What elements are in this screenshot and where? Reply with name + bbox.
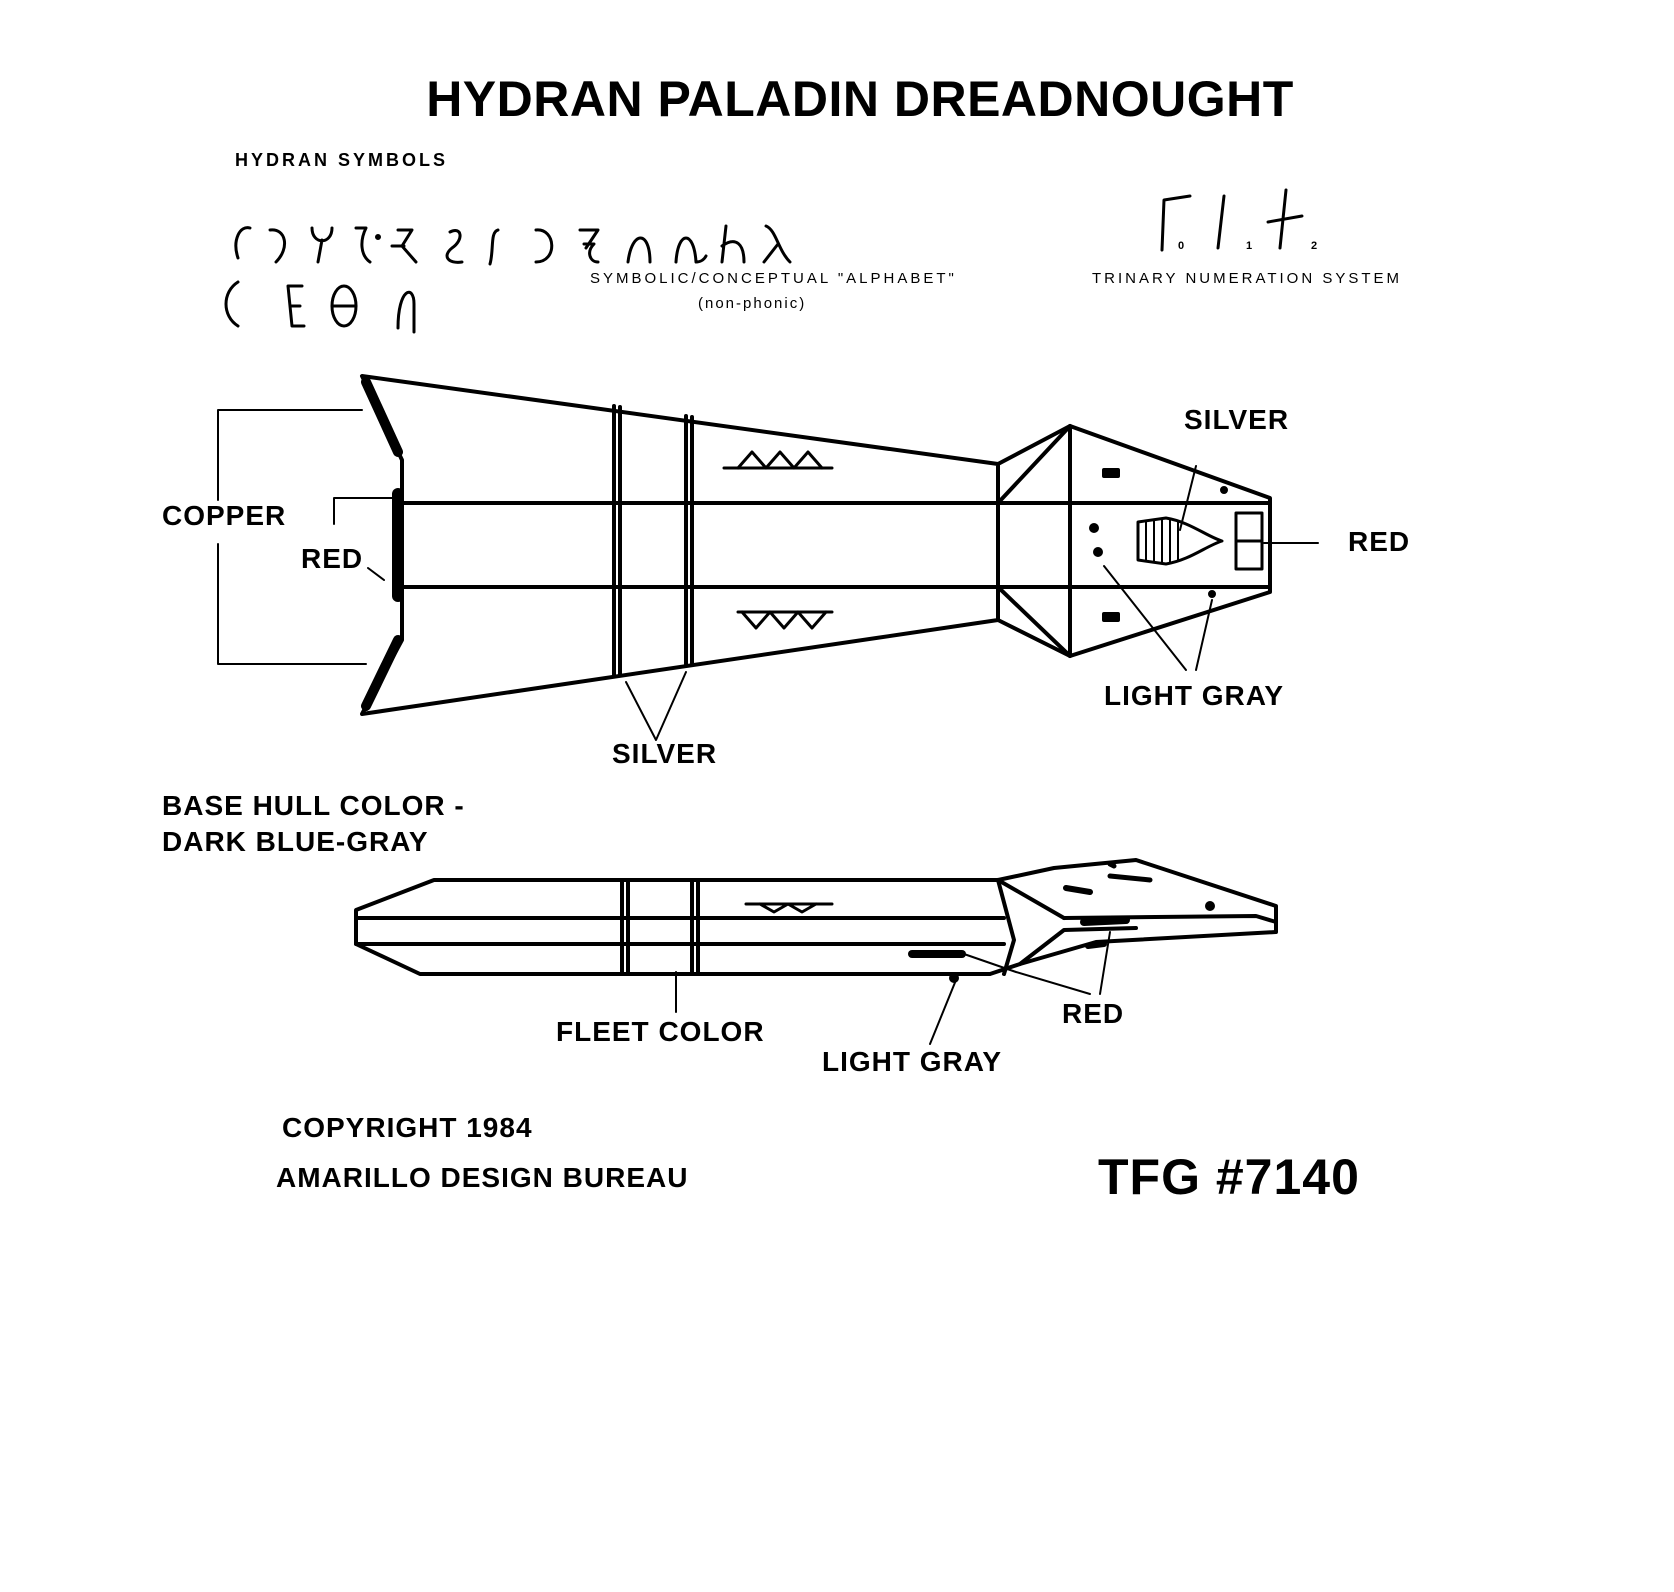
base-hull-line2: DARK BLUE-GRAY bbox=[162, 826, 429, 857]
trinary-digit-2: 2 bbox=[1311, 240, 1318, 252]
label-light-gray-top: LIGHT GRAY bbox=[1104, 680, 1285, 711]
page-title: HYDRAN PALADIN DREADNOUGHT bbox=[426, 71, 1294, 127]
alphabet-caption: SYMBOLIC/CONCEPTUAL "ALPHABET" bbox=[590, 270, 957, 287]
label-fleet-color: FLEET COLOR bbox=[556, 1016, 765, 1047]
label-red-rear: RED bbox=[301, 543, 364, 574]
top-view-hull bbox=[360, 374, 1272, 716]
trinary-numerals bbox=[1160, 188, 1304, 252]
product-code: TFG #7140 bbox=[1098, 1149, 1360, 1205]
label-silver-top: SILVER bbox=[1184, 404, 1290, 435]
label-red-front: RED bbox=[1348, 526, 1411, 557]
top-view-leaders bbox=[217, 409, 1319, 741]
trinary-digit-0: 0 bbox=[1178, 240, 1185, 252]
alphabet-subcaption: (non-phonic) bbox=[698, 295, 807, 312]
company-name: AMARILLO DESIGN BUREAU bbox=[276, 1162, 689, 1193]
side-view-leaders bbox=[675, 931, 1111, 1045]
label-copper: COPPER bbox=[162, 500, 287, 531]
label-light-gray-side: LIGHT GRAY bbox=[822, 1046, 1003, 1077]
hydran-alphabet-glyphs bbox=[224, 224, 792, 334]
trinary-digit-1: 1 bbox=[1246, 240, 1253, 252]
base-hull-line1: BASE HULL COLOR - bbox=[162, 790, 465, 821]
label-silver-bottom: SILVER bbox=[612, 738, 718, 769]
symbols-heading: HYDRAN SYMBOLS bbox=[235, 150, 449, 170]
side-view-hull bbox=[354, 858, 1278, 983]
label-red-side: RED bbox=[1062, 998, 1125, 1029]
numeration-caption: TRINARY NUMERATION SYSTEM bbox=[1092, 270, 1403, 287]
copyright: COPYRIGHT 1984 bbox=[282, 1112, 533, 1143]
